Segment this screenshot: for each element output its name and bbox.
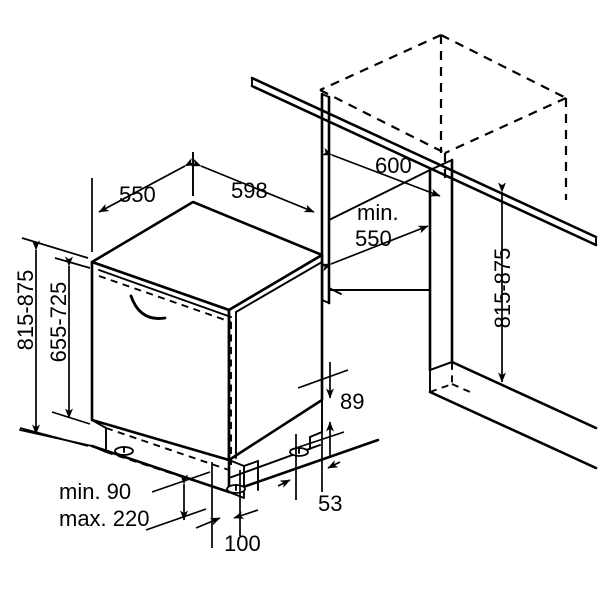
dimension-label-plinth-setback: 100 (224, 531, 261, 556)
dimension-plinth-setback (195, 462, 259, 548)
dimension-appliance-height-inner (51, 256, 91, 425)
dimension-base-height (289, 362, 349, 458)
dimension-label-niche-depth-min-prefix: min. (357, 200, 399, 225)
worktop-slab (250, 76, 598, 247)
cabinet-base-plinth-right (428, 360, 598, 470)
dimension-label-base-offset: 53 (318, 491, 342, 516)
dimension-base-offset (277, 424, 341, 500)
dishwasher-body (90, 200, 324, 465)
upper-cabinet-dashed-outline (319, 33, 568, 200)
dimension-label-appliance-depth: 550 (119, 182, 156, 207)
dimension-niche-depth-min (320, 225, 429, 272)
cabinet-rear-panel (328, 158, 454, 372)
dimension-text-layer: 550 598 600 min. 550 815-875 655-725 815… (13, 153, 515, 556)
dimension-label-appliance-width: 598 (231, 178, 268, 203)
dimension-label-appliance-height-inner: 655-725 (46, 282, 71, 363)
dimension-label-niche-depth-min-value: 550 (355, 226, 392, 251)
dimension-label-plinth-height-max: max. 220 (59, 506, 150, 531)
dimension-label-niche-height-right: 815-875 (490, 248, 515, 329)
leveling-foot-front-centre (226, 484, 246, 494)
dimension-plinth-height (145, 471, 211, 531)
dimension-label-plinth-height-min: min. 90 (59, 479, 131, 504)
dimension-label-niche-height-outer: 815-875 (13, 270, 38, 351)
dimension-worktop-depth (321, 147, 441, 197)
dimension-niche-height-outer (19, 237, 89, 447)
leveling-foot-front-left (114, 446, 134, 456)
leveling-foot-right (289, 447, 309, 457)
door-handle-icon (129, 294, 167, 320)
dimension-label-base-height: 89 (340, 389, 364, 414)
dimension-label-worktop-depth: 600 (375, 153, 412, 178)
